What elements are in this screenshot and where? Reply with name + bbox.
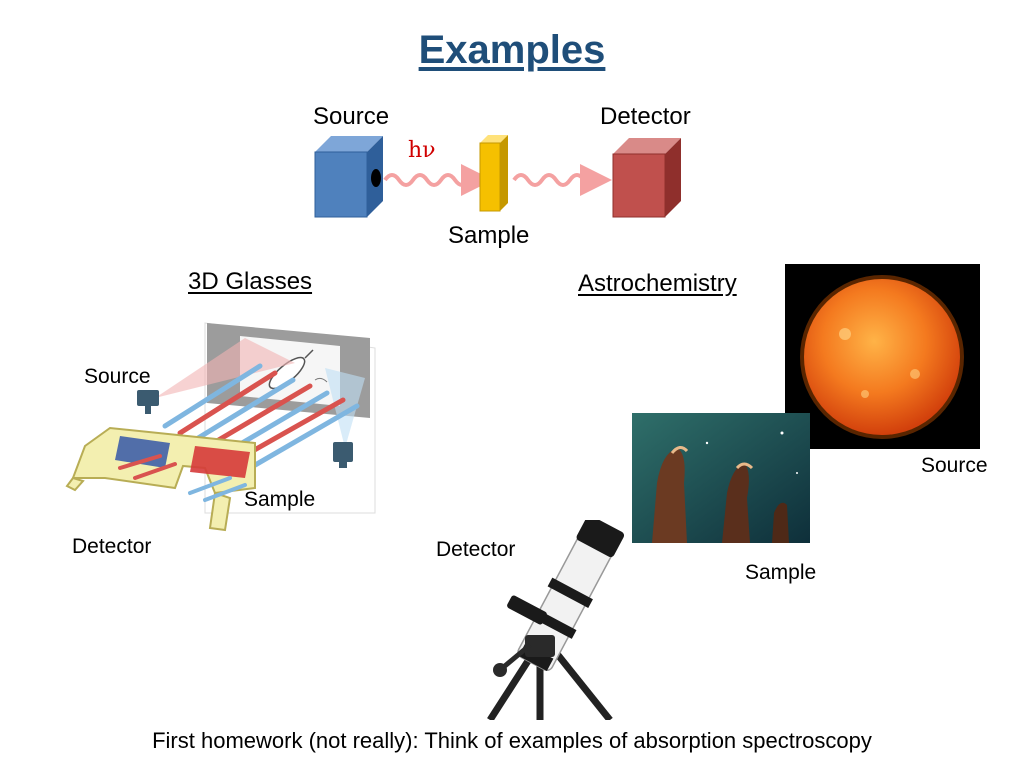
glasses-heading: 3D Glasses bbox=[188, 268, 313, 295]
diagram-source-label: Source bbox=[313, 103, 390, 130]
astro-detector-label: Detector bbox=[436, 538, 516, 561]
page-title: Examples bbox=[418, 28, 606, 72]
diagram-sample-label: Sample bbox=[448, 222, 530, 249]
photon-label: hν bbox=[408, 138, 436, 163]
glasses-source-label: Source bbox=[84, 365, 151, 388]
telescope-image bbox=[487, 520, 625, 720]
sun-image bbox=[785, 264, 980, 449]
astro-heading: Astrochemistry bbox=[578, 270, 737, 297]
glasses-sample-label: Sample bbox=[244, 488, 316, 511]
source-cube bbox=[314, 136, 383, 218]
glasses-detector-label: Detector bbox=[72, 535, 152, 558]
detector-cube bbox=[612, 138, 681, 218]
astro-source-label: Source bbox=[921, 454, 988, 477]
spectroscopy-schematic bbox=[314, 135, 681, 218]
photon-wave-out bbox=[512, 164, 612, 196]
astro-sample-label: Sample bbox=[745, 561, 817, 584]
sample-slab bbox=[479, 135, 508, 212]
right-projector-icon bbox=[333, 442, 353, 468]
footer-note: First homework (not really): Think of ex… bbox=[152, 728, 872, 753]
diagram-detector-label: Detector bbox=[600, 103, 691, 130]
nebula-image bbox=[632, 413, 810, 543]
3d-glasses-icon bbox=[65, 426, 256, 532]
3d-glasses-illustration bbox=[65, 322, 376, 532]
left-projector-icon bbox=[137, 390, 159, 414]
photon-wave-in bbox=[383, 164, 493, 196]
